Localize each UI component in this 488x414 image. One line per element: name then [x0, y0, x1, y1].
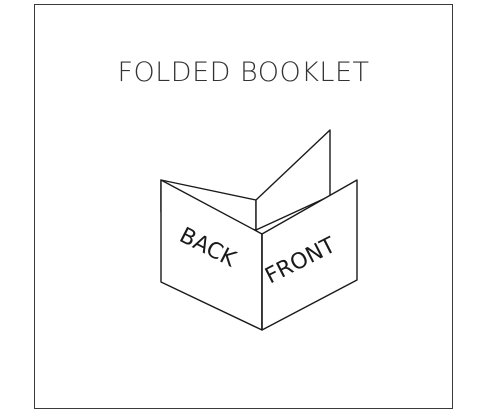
canvas: FOLDED BOOKLET BACK FRONT: [0, 0, 488, 414]
folded-booklet-illustration: BACK FRONT: [0, 0, 488, 414]
